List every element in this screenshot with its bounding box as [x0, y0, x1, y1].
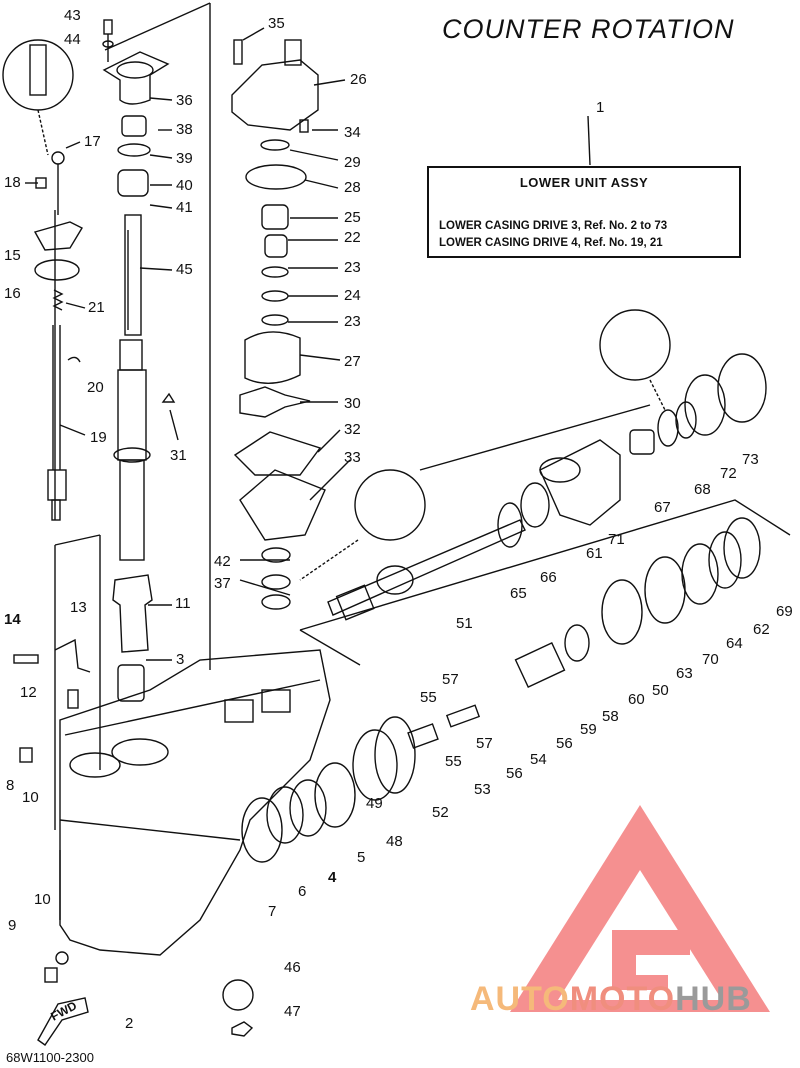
callout-12: 12: [20, 684, 37, 701]
callout-60: 60: [628, 691, 645, 708]
info-box-title: LOWER UNIT ASSY: [519, 175, 649, 190]
callout-70: 70: [702, 651, 719, 668]
callout-38: 38: [176, 121, 193, 138]
callout-64: 64: [726, 635, 743, 652]
callout-2: 2: [125, 1015, 134, 1032]
diagram-reference-code: 68W1100-2300: [6, 1050, 94, 1065]
callout-73: 73: [742, 451, 759, 468]
callout-1: 1: [596, 99, 605, 116]
callout-8: 8: [6, 777, 15, 794]
callout-10-upper: 10: [22, 789, 39, 806]
callout-9: 9: [8, 917, 17, 934]
callout-36: 36: [176, 92, 193, 109]
callout-10-lower: 10: [34, 891, 51, 908]
callout-46: 46: [284, 959, 301, 976]
callout-35: 35: [268, 15, 285, 32]
callout-27: 27: [344, 353, 361, 370]
callout-23-lower: 23: [344, 313, 361, 330]
callout-15: 15: [4, 247, 21, 264]
callout-58: 58: [602, 708, 619, 725]
callout-29: 29: [344, 154, 361, 171]
callout-69: 69: [776, 603, 793, 620]
callout-19: 19: [90, 429, 107, 446]
callout-26: 26: [350, 71, 367, 88]
callout-7: 7: [268, 903, 277, 920]
callout-54: 54: [530, 751, 547, 768]
callout-33: 33: [344, 449, 361, 466]
callout-71: 71: [608, 531, 625, 548]
callout-42: 42: [214, 553, 231, 570]
callout-57-lower: 57: [476, 735, 493, 752]
callout-55-upper: 55: [420, 689, 437, 706]
callout-34: 34: [344, 124, 361, 141]
callout-52: 52: [432, 804, 449, 821]
callout-56-right: 56: [556, 735, 573, 752]
callout-40: 40: [176, 177, 193, 194]
callout-13: 13: [70, 599, 87, 616]
callout-41: 41: [176, 199, 193, 216]
callout-63: 63: [676, 665, 693, 682]
watermark-part-hub: HUB: [675, 980, 752, 1018]
callout-50: 50: [652, 682, 669, 699]
callout-14: 14: [4, 611, 21, 628]
callout-59: 59: [580, 721, 597, 738]
watermark-part-moto: MOTO: [569, 980, 676, 1018]
lower-unit-info-box: LOWER UNIT ASSY LOWER CASING DRIVE 3, Re…: [427, 166, 741, 258]
callout-57-upper: 57: [442, 671, 459, 688]
callout-44: 44: [64, 31, 81, 48]
watermark-triangle-icon: [510, 805, 770, 1012]
callout-6: 6: [298, 883, 307, 900]
callout-32: 32: [344, 421, 361, 438]
callout-65: 65: [510, 585, 527, 602]
callout-5: 5: [357, 849, 366, 866]
callout-66: 66: [540, 569, 557, 586]
callout-30: 30: [344, 395, 361, 412]
callout-49: 49: [366, 795, 383, 812]
callout-68: 68: [694, 481, 711, 498]
watermark-part-auto: AUTO: [470, 980, 570, 1018]
callout-43: 43: [64, 7, 81, 24]
callout-18: 18: [4, 174, 21, 191]
callout-28: 28: [344, 179, 361, 196]
callout-47: 47: [284, 1003, 301, 1020]
callout-37: 37: [214, 575, 231, 592]
callout-22: 22: [344, 229, 361, 246]
callout-4: 4: [328, 869, 337, 886]
callout-3: 3: [176, 651, 185, 668]
automotohub-watermark: AUTOMOTOHUB: [470, 980, 752, 1019]
callout-23-upper: 23: [344, 259, 361, 276]
callout-17: 17: [84, 133, 101, 150]
callout-62: 62: [753, 621, 770, 638]
diagram-heading: COUNTER ROTATION: [442, 14, 735, 44]
callout-51: 51: [456, 615, 473, 632]
info-box-line-2: LOWER CASING DRIVE 4, Ref. No. 19, 21: [439, 237, 663, 249]
callout-11: 11: [175, 595, 191, 612]
callout-21: 21: [88, 299, 105, 316]
callout-48: 48: [386, 833, 403, 850]
callout-31: 31: [170, 447, 187, 464]
callout-56-left: 56: [506, 765, 523, 782]
callout-20: 20: [87, 379, 104, 396]
callout-16: 16: [4, 285, 21, 302]
callout-61: 61: [586, 545, 603, 562]
callout-67: 67: [654, 499, 671, 516]
callout-55-lower: 55: [445, 753, 462, 770]
callout-25: 25: [344, 209, 361, 226]
callout-53: 53: [474, 781, 491, 798]
callout-72: 72: [720, 465, 737, 482]
callout-39: 39: [176, 150, 193, 167]
callout-24: 24: [344, 287, 361, 304]
callout-45: 45: [176, 261, 193, 278]
info-box-line-1: LOWER CASING DRIVE 3, Ref. No. 2 to 73: [439, 220, 668, 232]
